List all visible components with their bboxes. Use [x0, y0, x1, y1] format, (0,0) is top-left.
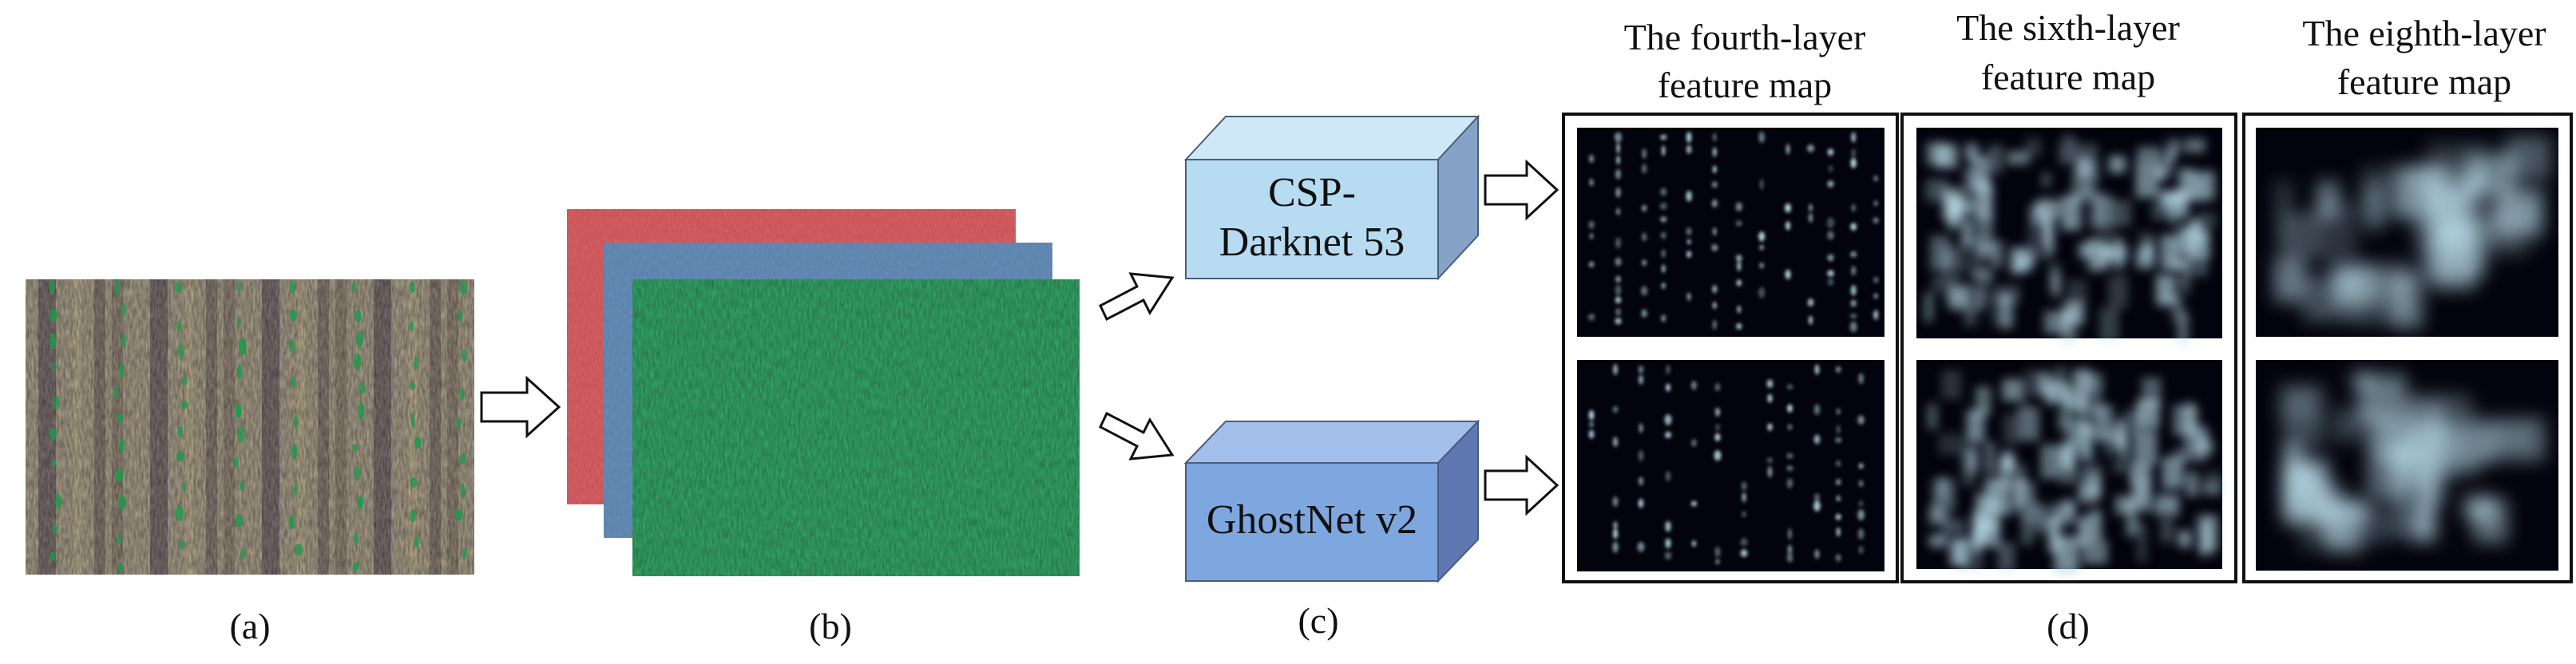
label-c: (c) [1298, 600, 1338, 641]
fourth-layer-map-bottom [1577, 360, 1884, 571]
csp-darknet-box: CSP- Darknet 53 [1183, 114, 1480, 281]
field-image [26, 279, 474, 575]
ghostnet-label: GhostNet v2 [1207, 497, 1417, 543]
fourth-layer-map-top [1577, 128, 1884, 337]
rgb-channel-stack [567, 209, 1080, 576]
arrow-ghost-to-maps [1484, 454, 1559, 516]
label-a: (a) [229, 606, 270, 646]
channel-green [632, 279, 1080, 576]
sixth-layer-map-bottom [1916, 360, 2223, 575]
label-b: (b) [809, 606, 852, 646]
eighth-layer-map-bottom [2256, 360, 2558, 571]
eighth-layer-title-line2: feature map [2337, 61, 2511, 102]
csp-label-line2: Darknet 53 [1219, 219, 1405, 265]
eighth-layer-map-top [2256, 128, 2558, 337]
arrow-csp-to-maps [1484, 159, 1559, 221]
arrow-a-to-b [480, 375, 561, 439]
sixth-layer-title-line2: feature map [1981, 57, 2155, 97]
arrow-b-to-ghost [1099, 411, 1175, 460]
eighth-layer-title-line1: The eighth-layer [2302, 13, 2546, 53]
sixth-layer-map-top [1916, 128, 2222, 346]
sixth-layer-title-line1: The sixth-layer [1956, 7, 2180, 48]
fourth-layer-title-line2: feature map [1658, 65, 1832, 105]
label-d: (d) [2047, 606, 2090, 646]
fourth-layer-title-line1: The fourth-layer [1624, 17, 1866, 57]
arrow-b-to-csp [1099, 272, 1175, 322]
ghostnet-box: GhostNet v2 [1183, 419, 1480, 583]
csp-label-line1: CSP- [1268, 170, 1356, 215]
